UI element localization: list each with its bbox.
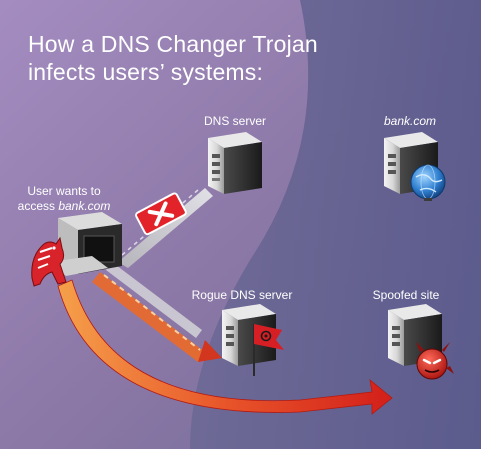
computer-trojan-horse-icon [31, 212, 122, 287]
title-line-2: infects users’ systems: [28, 59, 264, 85]
user-label-prefix: access [17, 199, 59, 213]
dns-server-label: DNS server [203, 114, 266, 128]
bank-label: bank.com [370, 114, 450, 129]
server-globe-icon [384, 132, 446, 201]
user-label-line-1: User wants to [27, 184, 101, 198]
server-icon [208, 132, 262, 194]
rogue-dns-label: Rogue DNS server [191, 288, 293, 302]
server-devil-icon [388, 304, 454, 380]
x-mark-icon [135, 192, 187, 236]
redirect-path-gray [106, 262, 202, 338]
rogue-dns-path [92, 272, 222, 362]
title-line-1: How a DNS Changer Trojan [28, 31, 318, 57]
diagram-title: How a DNS Changer Trojan infects users’ … [28, 30, 368, 86]
server-biohazard-flag-icon [222, 304, 284, 376]
bank-label-text: bank.com [383, 114, 437, 128]
spoofed-site-label: Spoofed site [372, 288, 440, 302]
user-label: User wants to access bank.com [14, 184, 114, 214]
spoofed-site-arrow [57, 279, 393, 415]
user-label-site: bank.com [58, 199, 111, 213]
